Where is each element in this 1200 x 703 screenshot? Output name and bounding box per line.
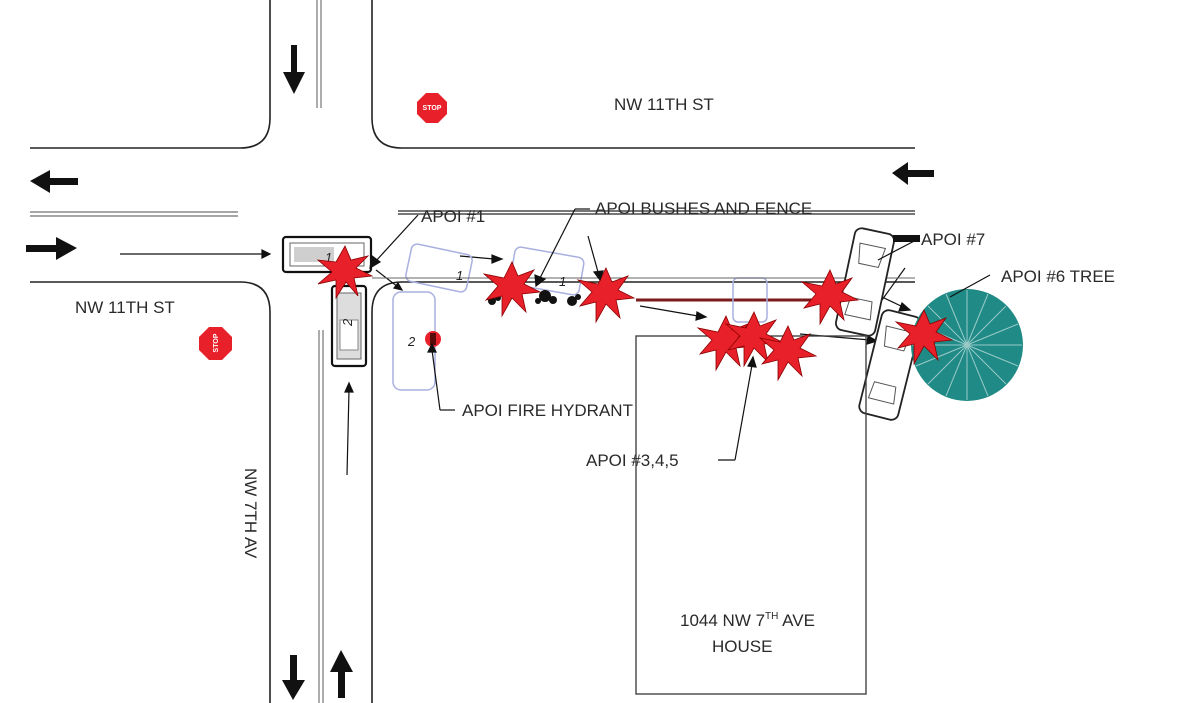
street-label-top: NW 11TH ST	[614, 95, 714, 114]
curb-top-right	[371, 0, 915, 149]
label-apoi7: APOI #7	[921, 230, 985, 249]
arrow-right-lower	[26, 237, 77, 260]
street-label-left: NW 11TH ST	[75, 298, 175, 317]
arrow-down-top	[283, 45, 305, 94]
curb-bottom-right	[371, 281, 915, 703]
label-fire-hydrant: APOI FIRE HYDRANT	[462, 401, 633, 420]
stop-sign-top: STOP	[417, 93, 447, 123]
label-bushes-fence: APOI BUSHES AND FENCE	[595, 199, 812, 218]
lane-arrows	[26, 45, 934, 700]
stop-sign-top-text: STOP	[423, 105, 442, 112]
impact-apoi5	[758, 325, 818, 382]
impact-apoi6	[894, 309, 954, 366]
arrow-down-bottom	[282, 655, 305, 700]
road-edges	[30, 0, 915, 703]
curb-bottom-left	[30, 281, 271, 703]
vehicle-1-number: 1	[325, 250, 332, 265]
ghost-vehicles	[392, 243, 768, 391]
house-name: HOUSE	[712, 637, 772, 656]
vehicle-2: 2	[330, 284, 368, 368]
fence-line	[398, 210, 915, 215]
callout-leaders	[369, 208, 991, 461]
stop-sign-left: STOP	[199, 327, 232, 360]
arrow-left-upper	[30, 170, 78, 193]
vehicle-final-2	[858, 309, 922, 421]
impact-bushes-2	[576, 267, 636, 324]
label-apoi1: APOI #1	[421, 207, 485, 226]
vehicle-2-number: 2	[340, 318, 355, 327]
apoi7-marker	[893, 235, 920, 242]
label-apoi345: APOI #3,4,5	[586, 451, 679, 470]
street-label-avenue: NW 7TH AV	[241, 468, 260, 559]
impact-apoi1	[316, 245, 374, 300]
arrow-up-bottom	[330, 650, 353, 698]
curb-top-left	[30, 0, 271, 149]
ghost-vehicle-1-number-a: 1	[456, 268, 463, 283]
label-apoi6: APOI #6 TREE	[1001, 267, 1115, 286]
impact-markers	[316, 245, 954, 382]
impact-bushes-1	[482, 261, 542, 318]
stop-sign-left-text: STOP	[213, 333, 220, 352]
hydrant-vehicle-number: 2	[407, 334, 416, 349]
ghost-vehicle-1-number-b: 1	[559, 274, 566, 289]
impact-apoi7	[800, 269, 860, 326]
arrow-left-top-right	[892, 162, 934, 185]
ghost-vehicle-1-a	[405, 243, 473, 293]
impact-apoi4	[724, 311, 784, 368]
house-address: 1044 NW 7TH AVE	[680, 611, 815, 630]
vehicle-final-1	[835, 227, 895, 337]
bushes	[488, 290, 581, 306]
fire-hydrant: 2	[407, 331, 441, 349]
center-lines	[30, 0, 324, 703]
